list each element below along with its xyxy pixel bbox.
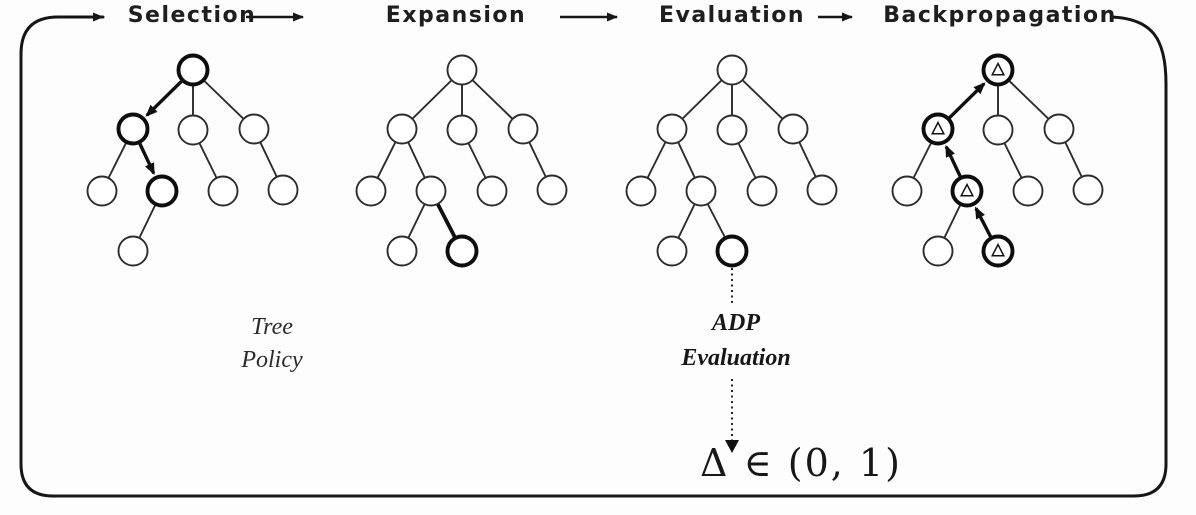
tree-node-n2 (982, 114, 1014, 146)
tree-node-n0 (981, 53, 1015, 87)
adp-caption-line1: ADP (711, 310, 760, 336)
tree-expansion (355, 54, 568, 268)
tree-backpropagation (891, 53, 1104, 268)
tree-node-n2 (446, 114, 478, 146)
tree-node-n8 (386, 235, 418, 267)
tree-node-n7 (536, 174, 568, 206)
down-arrowhead-icon (725, 440, 739, 453)
tree-node-n5 (685, 175, 717, 207)
tree-node-n0 (446, 54, 478, 86)
adp-evaluation-caption: ADP Evaluation (681, 306, 790, 376)
tree-selection (86, 53, 299, 267)
tree-node-n1 (921, 112, 955, 146)
delta-triangle-icon (990, 242, 1006, 257)
traversal-arrow (946, 82, 986, 121)
tree-node-n9 (715, 234, 749, 268)
tree-node-n7 (806, 174, 838, 206)
tree-node-n2 (177, 114, 209, 146)
tree-node-n8 (922, 235, 954, 267)
tree-node-n4 (86, 175, 118, 207)
tree-node-n3 (1043, 113, 1075, 145)
delta-range-label: Δ ∈ (0, 1) (700, 441, 902, 485)
tree-node-n9 (981, 234, 1015, 268)
delta-triangle-icon (959, 182, 975, 197)
phase-label-selection: Selection (127, 3, 257, 28)
traversal-arrow (944, 144, 963, 180)
tree-node-n9 (445, 234, 479, 268)
tree-node-n6 (1012, 175, 1044, 207)
tree-node-n5 (145, 174, 179, 208)
tree-node-n4 (891, 175, 923, 207)
tree-node-n2 (716, 114, 748, 146)
tree-node-n1 (386, 113, 418, 145)
tree-policy-line2: Policy (241, 347, 303, 373)
tree-node-n4 (355, 175, 387, 207)
adp-caption-line2: Evaluation (681, 345, 791, 371)
tree-node-n0 (716, 54, 748, 86)
traversal-arrow (137, 140, 156, 176)
tree-node-n5 (415, 175, 447, 207)
tree-node-n6 (746, 175, 778, 207)
phase-label-backpropagation: Backpropagation (883, 3, 1117, 28)
tree-node-n6 (476, 175, 508, 207)
delta-triangle-icon (930, 120, 946, 135)
tree-policy-caption: Tree Policy (241, 311, 302, 377)
tree-evaluation (625, 54, 838, 268)
phase-label-evaluation: Evaluation (658, 3, 806, 28)
traversal-arrow (145, 78, 185, 117)
tree-node-n6 (207, 175, 239, 207)
traversal-arrow (974, 206, 994, 240)
tree-node-n5 (950, 174, 984, 208)
cycle-frame-border (19, 12, 1168, 498)
tree-node-n1 (656, 113, 688, 145)
delta-triangle-icon (990, 61, 1006, 76)
tree-node-n4 (625, 175, 657, 207)
tree-node-n7 (1072, 174, 1104, 206)
tree-node-n3 (238, 113, 270, 145)
tree-node-n3 (507, 113, 539, 145)
tree-node-n3 (777, 113, 809, 145)
phase-label-expansion: Expansion (385, 3, 527, 28)
tree-node-n0 (176, 53, 210, 87)
tree-node-n8 (117, 235, 149, 267)
tree-node-n7 (267, 174, 299, 206)
tree-node-n1 (116, 112, 150, 146)
tree-node-n8 (656, 235, 688, 267)
tree-policy-line1: Tree (251, 314, 293, 340)
